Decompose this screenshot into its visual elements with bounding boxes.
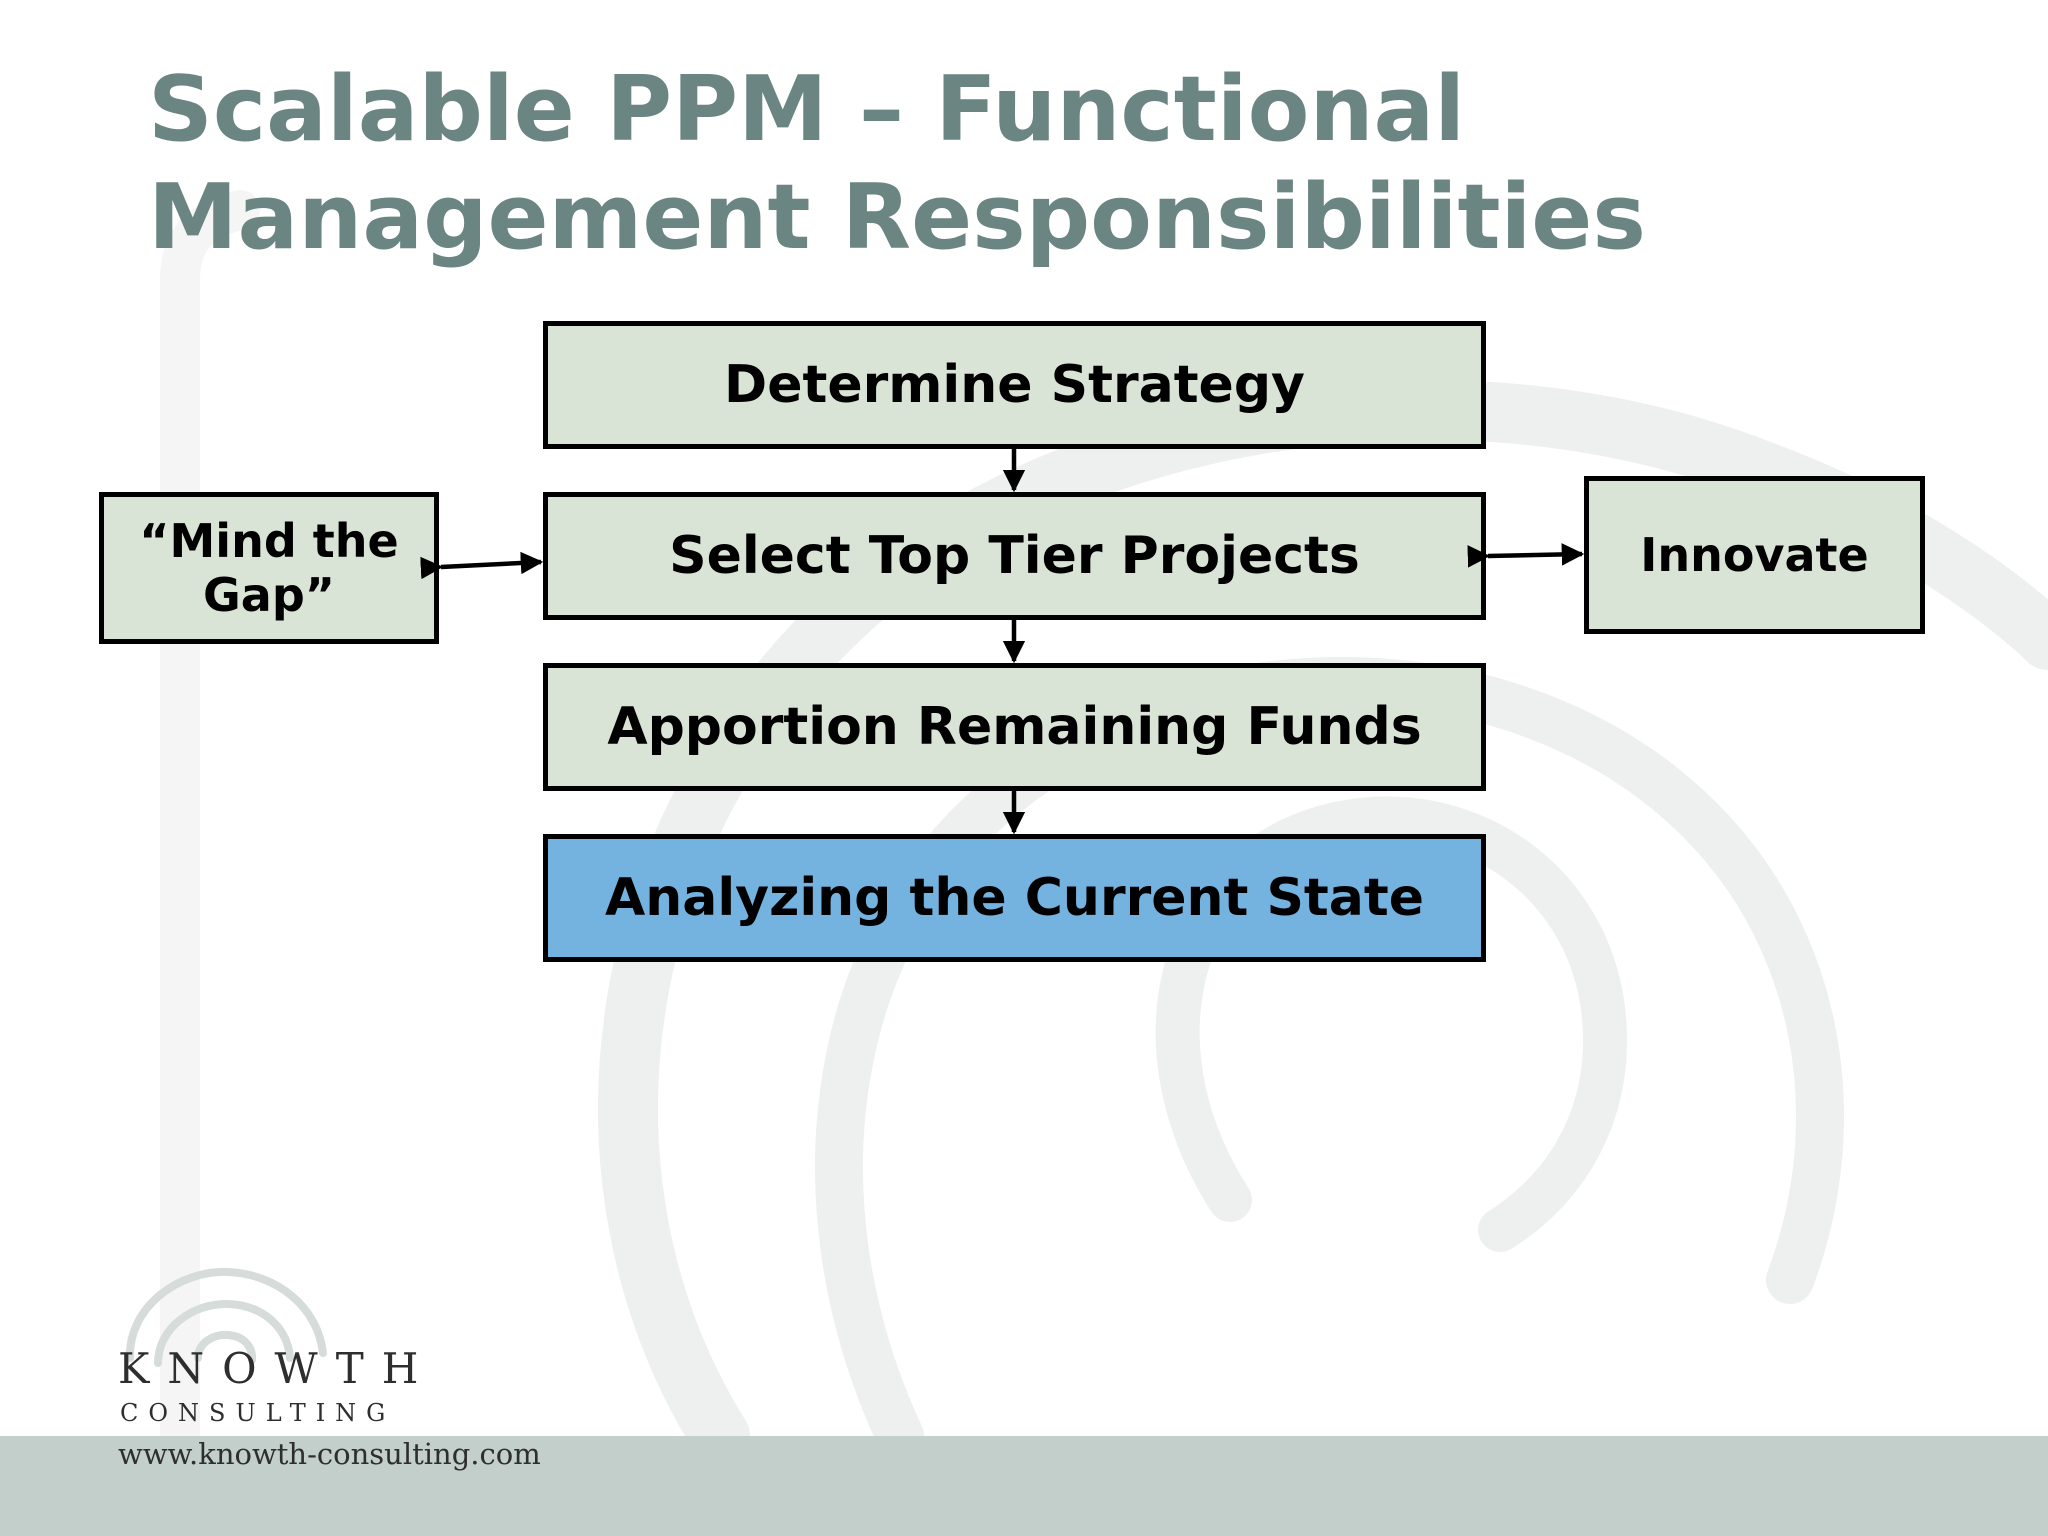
mind-the-gap-box: “Mind the Gap”: [99, 492, 439, 644]
step-apportion-remaining-funds-label: Apportion Remaining Funds: [607, 697, 1422, 757]
title-line-1: Scalable PPM – Functional: [148, 57, 1466, 162]
step-determine-strategy: Determine Strategy: [543, 321, 1486, 449]
step-select-top-tier-projects: Select Top Tier Projects: [543, 492, 1486, 620]
slide-title: Scalable PPM – Functional Management Res…: [148, 56, 1646, 272]
step-determine-strategy-label: Determine Strategy: [724, 355, 1305, 415]
logo-subtitle: CONSULTING: [120, 1399, 396, 1427]
title-line-2: Management Responsibilities: [148, 165, 1646, 270]
innovate-box: Innovate: [1584, 476, 1925, 634]
knowth-swirl-logo-icon: [125, 1267, 327, 1367]
company-url: www.knowth-consulting.com: [118, 1437, 541, 1471]
step-analyzing-current-state: Analyzing the Current State: [543, 834, 1486, 962]
innovate-label: Innovate: [1640, 528, 1869, 582]
footer-band: [0, 1436, 2048, 1536]
mind-the-gap-label: “Mind the Gap”: [139, 514, 399, 622]
step-select-top-tier-projects-label: Select Top Tier Projects: [669, 526, 1360, 586]
step-analyzing-current-state-label: Analyzing the Current State: [605, 868, 1424, 928]
logo-wordmark: KNOWTH: [118, 1344, 437, 1393]
step-apportion-remaining-funds: Apportion Remaining Funds: [543, 663, 1486, 791]
